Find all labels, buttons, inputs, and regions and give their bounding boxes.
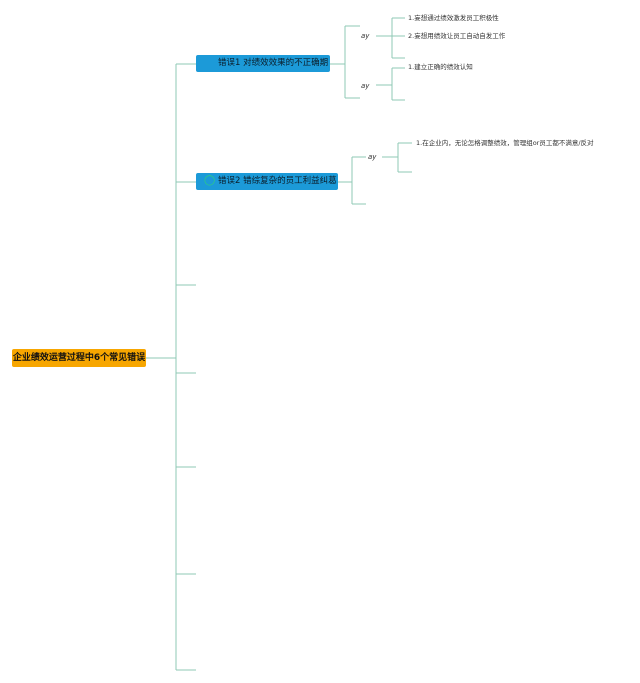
lightbulb-icon: ◯ <box>204 175 216 186</box>
group-tag: ay <box>361 32 370 40</box>
group-tag: ay <box>368 153 377 161</box>
leaf-item[interactable]: 1.妄想通过绩效激发员工积极性 <box>408 14 499 22</box>
leaf-item[interactable]: 1.建立正确的绩效认知 <box>408 63 473 71</box>
leaf-item[interactable]: 1.在企业内，无论怎格调整绩效，管理组or员工都不满意/反对 <box>416 139 594 147</box>
branch-node-error-1[interactable]: 错误1 对绩效效果的不正确期 <box>196 55 330 72</box>
branch-label: 错误2 错综复杂的员工利益纠葛 <box>218 176 337 186</box>
group-tag: ay <box>361 82 370 90</box>
leaf-item[interactable]: 2.妄想用绩效让员工自动自发工作 <box>408 32 506 40</box>
branch-node-error-2[interactable]: ◯ 错误2 错综复杂的员工利益纠葛 <box>196 173 338 190</box>
root-node[interactable]: 企业绩效运营过程中6个常见错误 <box>12 349 146 367</box>
